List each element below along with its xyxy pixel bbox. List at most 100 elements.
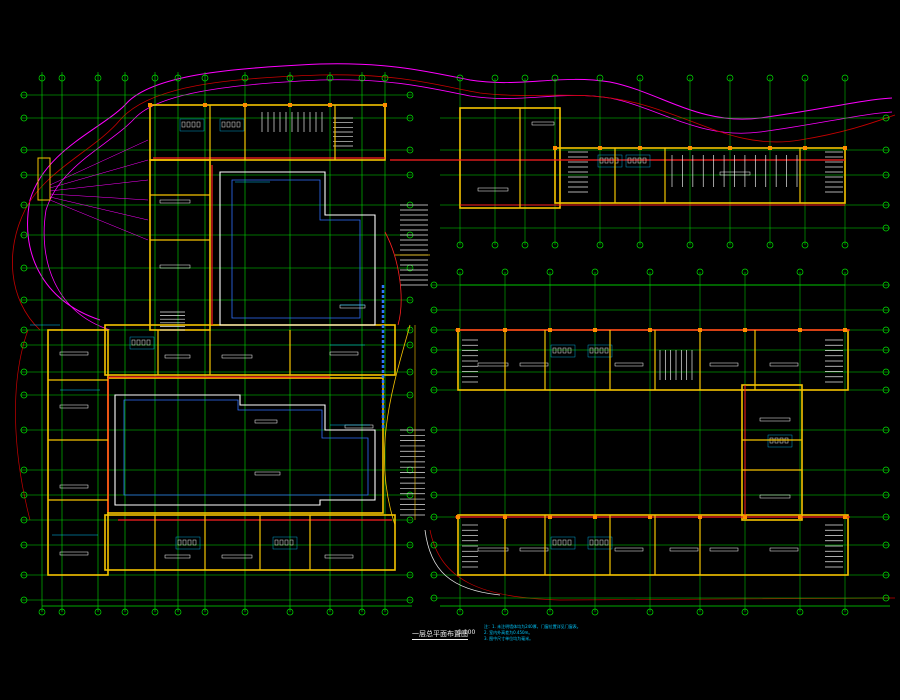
- drawing-notes: 注：1. 未注明墙体均为240厚，门窗位置详见门窗表。 2. 室内外高差为0.4…: [484, 624, 581, 642]
- axis-bubble: [151, 74, 159, 82]
- axis-bubble: [646, 268, 654, 276]
- toilet-fixture: [589, 539, 594, 546]
- axis-bubble: [741, 608, 749, 616]
- axis-bubble: [20, 391, 28, 399]
- room-name-label: [769, 362, 799, 367]
- axis-bubble: [796, 268, 804, 276]
- toilet-fixture: [191, 121, 196, 128]
- stairs-and-steps: [160, 112, 843, 568]
- axis-bubble: [406, 171, 414, 179]
- structural-column: [798, 515, 802, 519]
- axis-bubble: [521, 241, 529, 249]
- toilet-fixture: [141, 339, 146, 346]
- axis-bubble: [406, 91, 414, 99]
- axis-bubble: [430, 571, 438, 579]
- room-name-label: [759, 494, 791, 499]
- room-name-label: [519, 362, 549, 367]
- toilet-fixture: [609, 157, 614, 164]
- structural-column: [553, 146, 557, 150]
- axis-bubble: [58, 608, 66, 616]
- structural-column: [503, 328, 507, 332]
- toilet-fixture: [552, 539, 557, 546]
- room-name-label: [59, 404, 89, 409]
- axis-bubble: [591, 608, 599, 616]
- toilet-fixture: [177, 539, 182, 546]
- axis-bubble: [430, 306, 438, 314]
- axis-bubble: [882, 146, 890, 154]
- structural-column: [548, 328, 552, 332]
- axis-bubble: [20, 516, 28, 524]
- toilet-fixture: [562, 347, 567, 354]
- toilet-fixture: [146, 339, 151, 346]
- axis-bubble: [20, 571, 28, 579]
- axis-bubble: [38, 74, 46, 82]
- toilet-fixture: [196, 121, 201, 128]
- room-name-label: [59, 351, 89, 356]
- axis-bubble: [121, 74, 129, 82]
- axis-bubble: [882, 368, 890, 376]
- toilet-fixture: [236, 121, 241, 128]
- axis-bubble: [546, 608, 554, 616]
- room-name-label: [254, 419, 278, 424]
- axis-bubble: [358, 608, 366, 616]
- axis-bubble: [596, 241, 604, 249]
- wash-room-outline: [597, 154, 623, 168]
- axis-bubble: [766, 74, 774, 82]
- axis-bubble: [841, 608, 849, 616]
- wash-room-outline: [587, 536, 613, 550]
- wash-room-outline: [219, 118, 245, 132]
- toilet-fixture: [192, 539, 197, 546]
- axis-bubble: [726, 74, 734, 82]
- structural-column: [148, 103, 152, 107]
- toilet-fixture: [136, 339, 141, 346]
- axis-bubble: [430, 326, 438, 334]
- toilet-fixture: [562, 539, 567, 546]
- room-name-label: [159, 264, 191, 269]
- axis-bubble: [726, 241, 734, 249]
- structural-column: [843, 515, 847, 519]
- drawing-scale: 1:100: [458, 629, 476, 636]
- axis-bubble: [882, 281, 890, 289]
- axis-bubble: [430, 466, 438, 474]
- axis-bubble: [121, 608, 129, 616]
- toilet-fixture: [231, 121, 236, 128]
- room-name-label: [709, 547, 739, 552]
- axis-bubble: [696, 268, 704, 276]
- axis-bubble: [406, 391, 414, 399]
- toilet-fixture: [567, 347, 572, 354]
- axis-bubble: [241, 608, 249, 616]
- axis-bubble: [456, 241, 464, 249]
- structural-column: [548, 515, 552, 519]
- axis-bubble: [882, 201, 890, 209]
- structural-column: [698, 515, 702, 519]
- structural-column: [288, 103, 292, 107]
- axis-bubble: [430, 368, 438, 376]
- room-name-label: [59, 551, 89, 556]
- structural-column: [503, 515, 507, 519]
- axis-bubble: [20, 341, 28, 349]
- room-name-label: [254, 471, 281, 476]
- structural-column: [803, 146, 807, 150]
- structural-column: [648, 515, 652, 519]
- axis-bubble: [20, 541, 28, 549]
- left-wing-red-walls: [107, 157, 392, 521]
- wash-room-outline: [129, 336, 155, 350]
- axis-bubble: [430, 346, 438, 354]
- room-name-label: [159, 199, 191, 204]
- axis-bubble: [551, 241, 559, 249]
- axis-bubble: [406, 368, 414, 376]
- room-name-label: [221, 354, 253, 359]
- axis-bubble: [20, 264, 28, 272]
- structural-column: [743, 328, 747, 332]
- axis-bubble: [406, 296, 414, 304]
- axis-bubble: [591, 268, 599, 276]
- axis-bubble: [882, 541, 890, 549]
- axis-bubble: [326, 74, 334, 82]
- axis-bubble: [174, 608, 182, 616]
- axis-bubble: [201, 608, 209, 616]
- toilet-fixture: [182, 539, 187, 546]
- axis-bubble: [501, 268, 509, 276]
- axis-bubble: [286, 608, 294, 616]
- axis-bubble: [406, 596, 414, 604]
- structural-column: [638, 146, 642, 150]
